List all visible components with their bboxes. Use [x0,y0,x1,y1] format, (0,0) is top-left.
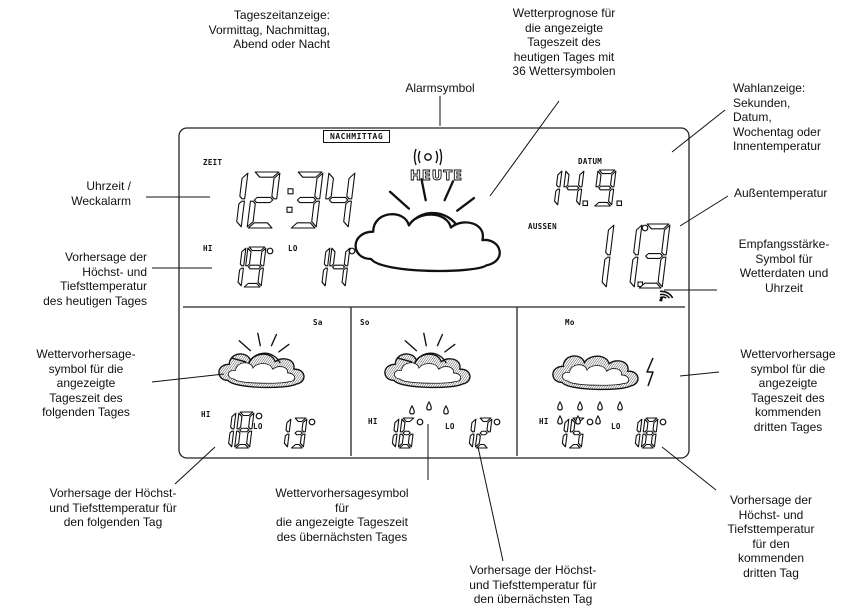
leader-line-13 [661,446,717,491]
annotation-temp-folgend: Vorhersage der Höchst- und Tiefsttempera… [49,486,177,529]
outdoor-digit-3 [638,223,671,289]
time-digit-4 [325,172,356,228]
so-hi-label: HI [368,417,378,426]
mo-raindrop-2 [577,400,583,411]
time-digit-3 [290,171,324,229]
sa-hi-label: HI [201,410,211,419]
date-point-1 [582,200,589,207]
lcd-frame [178,127,690,459]
date-digit-2 [563,170,585,206]
date-point-2 [616,200,623,207]
mo-raindrop-3 [597,400,603,411]
mo-raindrop-6 [575,414,581,425]
mo-hi-degree [586,418,594,426]
annotation-temp-dritter: Vorhersage der Höchst- und Tiefsttempera… [727,493,815,580]
datum-label: DATUM [578,157,603,166]
sa-hi-digit-1 [228,412,237,448]
annotation-empfang: Empfangsstärke- Symbol für Wetterdaten u… [738,237,830,295]
today-hi-digit-1 [237,247,247,287]
leader-line-9 [679,371,720,377]
so-hi-degree [416,418,424,426]
so-lo-digit-1 [468,418,477,448]
sa-hi-degree [255,412,263,420]
so-hi-digit-2 [397,417,415,449]
date-digit-3 [594,169,617,207]
mo-raindrop-5 [557,414,563,425]
today-lo-digit-2 [329,247,351,287]
alarm-symbol-icon [413,148,443,166]
signal-strength-icon [659,290,674,302]
aussen-label: AUSSEN [528,222,557,231]
day-label-sa: Sa [313,318,323,327]
today-weather-icon [354,178,501,273]
heute-label: HEUTE [410,169,464,185]
annotation-wahl: Wahlanzeige: Sekunden, Datum, Wochentag … [733,81,822,153]
leader-line-10 [174,446,216,485]
annotation-symbol-dritter: Wettervorhersage symbol für die angezeig… [740,347,836,434]
annotation-aussen: Außentemperatur [734,186,828,200]
mo-hi-label: HI [539,417,549,426]
so-raindrop-3 [443,404,449,415]
so-lo-label: LO [445,422,455,431]
mo-lo-label: LO [611,422,621,431]
sa-hi-digit-2 [234,411,255,449]
today-lo-label: LO [288,244,298,253]
mo-raindrop-7 [595,414,601,425]
leader-line-3 [671,109,726,153]
time-digit-1 [236,172,249,228]
mo-lo-digit-1 [634,418,643,448]
so-weather-icon [384,332,471,389]
date-digit-1 [554,170,563,206]
annotation-tageszeit: Tageszeitanzeige: Vormittag, Nachmittag,… [208,8,330,51]
so-lo-degree [493,418,501,426]
mo-raindrop-1 [557,400,563,411]
outdoor-digit-2 [629,224,643,288]
mo-hi-digit-1 [561,418,570,448]
mo-thunder-icon [646,357,654,387]
outdoor-degree [641,224,649,232]
annotation-alarm: Alarmsymbol [405,81,475,95]
outdoor-digit-1 [601,224,615,288]
so-hi-digit-1 [391,418,400,448]
mode-indicator: NACHMITTAG [323,130,391,143]
leader-line-12 [477,446,504,562]
annotation-uhrzeit: Uhrzeit / Weckalarm [71,179,131,208]
day-label-mo: Mo [565,318,575,327]
so-raindrop-2 [426,400,432,411]
time-colon [286,188,294,213]
sa-lo-digit-2 [290,417,308,449]
today-lo-digit-1 [321,247,331,287]
annotation-temp-uebernaechst: Vorhersage der Höchst- und Tiefsttempera… [469,563,597,606]
time-digit-2 [246,171,281,229]
annotation-symbol-folgend: Wettervorhersage- symbol für die angezei… [36,347,136,419]
mo-raindrop-4 [617,400,623,411]
today-lo-degree [348,247,356,255]
mo-weather-icon [552,355,639,391]
leader-line-8 [151,373,225,383]
annotation-symbol-uebernaechst: Wettervorhersagesymbol für die angezeigt… [275,486,409,544]
annotation-prognose: Wetterprognose für die angezeigte Tagesz… [512,6,616,78]
leader-line-2 [489,100,560,197]
sa-lo-label: LO [253,422,263,431]
zeit-label: ZEIT [203,158,223,167]
mo-lo-degree [659,418,667,426]
today-hi-degree [266,247,274,255]
mo-lo-digit-2 [640,417,659,449]
today-hi-digit-2 [243,246,267,288]
annotation-vorhersage-heute: Vorhersage der Höchst- und Tiefsttempera… [43,250,147,308]
so-raindrop-1 [409,404,415,415]
sa-weather-icon [218,332,305,389]
day-label-so: So [360,318,370,327]
sa-lo-digit-1 [283,418,292,448]
today-hi-label: HI [203,244,213,253]
leader-line-5 [679,195,729,227]
sa-lo-degree [308,418,316,426]
so-lo-digit-2 [474,417,493,449]
